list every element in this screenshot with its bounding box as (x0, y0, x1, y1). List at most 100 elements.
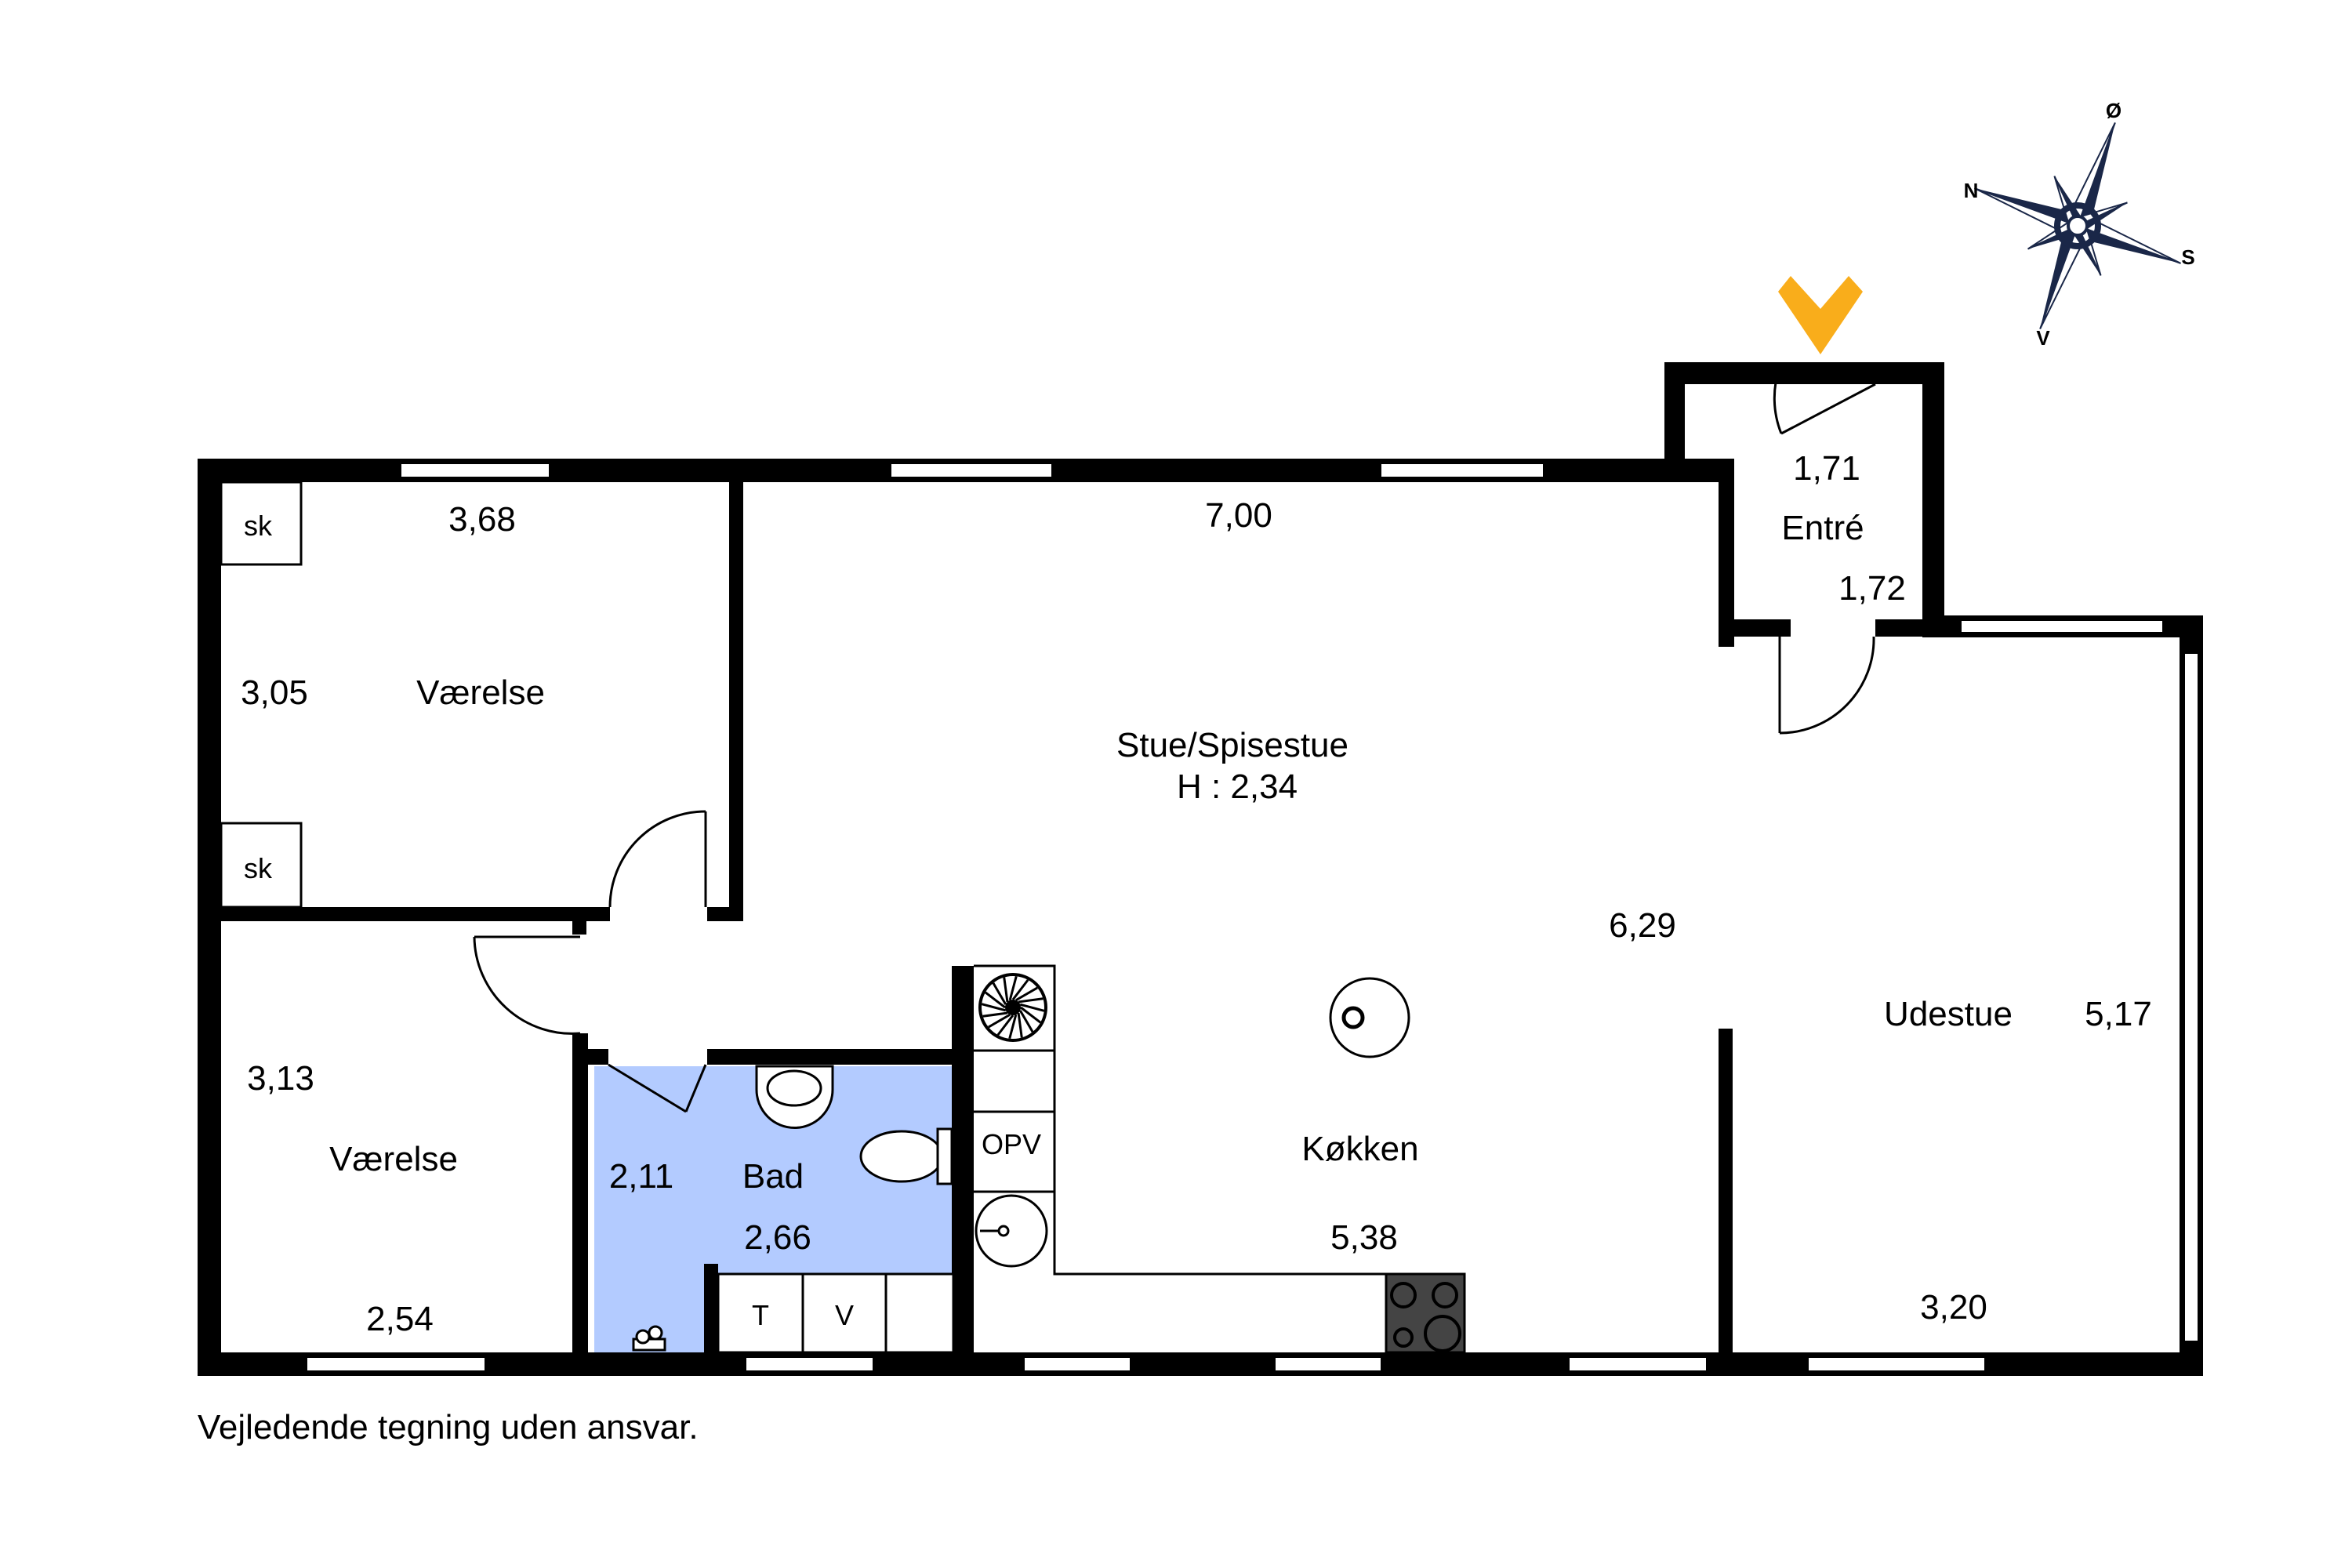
wall-entre-bottom (1719, 619, 1791, 637)
ventilation-icon (978, 973, 1047, 1042)
door-swing-arc (608, 810, 706, 908)
window (2182, 651, 2201, 1344)
closet-top (220, 481, 303, 566)
washbasin-icon (755, 1065, 834, 1129)
vent-spoke (981, 1003, 1007, 1012)
wall-bedroom1-bottom-a (212, 907, 610, 921)
compass-rose-icon: Ø N S V (1964, 99, 2195, 350)
wall-bedroom1-bottom-b (707, 907, 743, 921)
window (1806, 1355, 1987, 1374)
vent-spoke (992, 982, 1007, 1005)
toilet-tank (936, 1127, 953, 1185)
vent-spoke (996, 1014, 1014, 1036)
disclaimer-caption: Vejledende tegning uden ansvar. (198, 1408, 699, 1446)
compass-south: S (2181, 245, 2194, 269)
door-leaf (1780, 383, 1876, 435)
vent-spoke (1008, 1014, 1018, 1040)
compass-north: N (1964, 179, 1979, 202)
room-label: Entré (1781, 509, 1864, 547)
dimension-label: 2,66 (744, 1218, 811, 1257)
wall-entre-bottom-right (1875, 619, 1944, 637)
vent-spoke (1015, 986, 1038, 1002)
vent-spoke (988, 1013, 1011, 1029)
wall-bedroom1-right (729, 470, 743, 921)
dimension-label: 6,29 (1609, 906, 1676, 945)
vent-spoke (1003, 977, 1009, 1003)
closet-label: sk (244, 852, 273, 884)
vent-spoke (1018, 1010, 1034, 1033)
bathroom-fixtures (632, 1065, 955, 1354)
closet-bottom (220, 822, 303, 909)
dimension-label: 3,05 (241, 673, 308, 712)
kitchen-fixtures (958, 964, 1466, 1358)
door-swing-arc (608, 1063, 687, 1113)
closet-label: sk (244, 510, 273, 542)
room-label: Værelse (416, 673, 545, 712)
wall-udestue-divider (1719, 1029, 1733, 1363)
entrance-marker-icon (1778, 276, 1863, 354)
wall-entre-right (1922, 362, 1944, 637)
room-label: Bad (742, 1157, 804, 1196)
window (743, 1355, 876, 1374)
wall-entre-left-lower (1719, 459, 1734, 647)
toilet-icon (859, 1130, 944, 1183)
window (1378, 461, 1546, 480)
window (304, 1355, 488, 1374)
vent-spoke (1019, 1003, 1045, 1012)
kitchen-wall (958, 966, 974, 1358)
dimension-label: 2,54 (366, 1300, 434, 1338)
compass-west: V (2036, 326, 2050, 350)
wall-bath-inner (704, 1264, 718, 1363)
window (398, 461, 552, 480)
washbasin-bowl (766, 1069, 822, 1107)
fixture-label: T (752, 1299, 769, 1331)
window (1272, 1355, 1384, 1374)
wall-bedroom2-right (572, 1033, 588, 1363)
compass-east: Ø (2106, 99, 2122, 122)
wall-entre-top (1664, 362, 1944, 384)
windows (304, 461, 2201, 1374)
door-swing-arc (473, 936, 581, 1035)
dimension-label: 3,13 (247, 1059, 314, 1098)
room-label: Udestue (1884, 995, 2013, 1033)
vent-spoke (982, 1011, 1008, 1018)
room-label: Køkken (1301, 1130, 1418, 1168)
wall-bath-top-b (707, 1049, 966, 1065)
vent-spoke (1008, 975, 1018, 1001)
fixture-label: OPV (982, 1128, 1041, 1160)
door-swing-arc (1773, 366, 1783, 434)
vent-spoke (1020, 1006, 1042, 1024)
dimension-label: 5,38 (1330, 1218, 1398, 1257)
dimension-label: 2,11 (609, 1157, 673, 1196)
kitchen-counter (974, 964, 1386, 1276)
vent-spoke (984, 991, 1006, 1009)
dimension-label: 1,72 (1838, 569, 1906, 608)
ceiling-height-label: H : 2,34 (1177, 768, 1298, 806)
wall-entre-left-upper (1664, 362, 1685, 482)
room-label: Stue/Spisestue (1116, 726, 1348, 764)
dimension-label: 7,00 (1205, 496, 1272, 535)
vent-spoke (1018, 997, 1044, 1004)
closets (220, 481, 303, 909)
vent-spoke (1011, 978, 1029, 1000)
door-leaf (684, 1064, 707, 1112)
window (888, 461, 1054, 480)
stove-icon (1385, 1272, 1466, 1354)
doors (473, 366, 1876, 1113)
wall-bath-top-a (572, 1049, 608, 1065)
door-swing-arc (1779, 636, 1875, 735)
floor-drain-icon (632, 1325, 666, 1352)
pendant-lamp-icon (1329, 977, 1410, 1058)
window (1566, 1355, 1709, 1374)
window (1958, 618, 2165, 635)
window (1022, 1355, 1133, 1374)
dimension-label: 1,71 (1793, 449, 1860, 488)
vent-spoke (1017, 1012, 1023, 1038)
dimension-label: 3,68 (448, 500, 516, 539)
dimension-label: 5,17 (2085, 995, 2152, 1033)
fixture-label: V (835, 1299, 854, 1331)
wall-bedroom2-right-stub (572, 909, 586, 935)
sink-icon (975, 1194, 1048, 1268)
room-label: Værelse (329, 1140, 458, 1178)
